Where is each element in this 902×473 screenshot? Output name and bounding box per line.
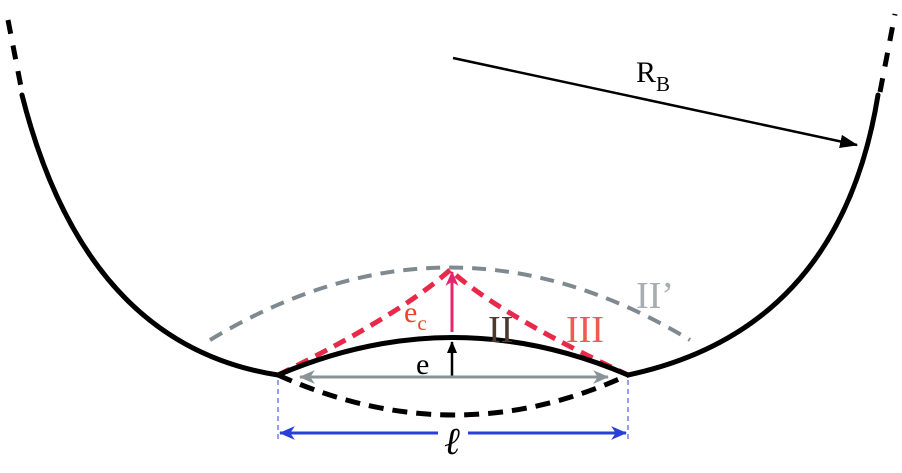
bubble-arc-right: [625, 92, 881, 378]
state-ii-prime-label: II’: [636, 275, 674, 317]
e-c-label-sub: c: [417, 311, 426, 335]
state-ii-label: II: [488, 309, 513, 351]
length-label: ℓ: [444, 421, 460, 463]
radius-label-sub: B: [656, 72, 670, 96]
bubble-dash-left: [5, 19, 25, 93]
e-label: e: [416, 348, 429, 381]
bubble-dash-right: [877, 13, 898, 93]
state-iii-label: III: [566, 309, 604, 351]
radius-label: RB: [636, 56, 670, 96]
bubble-segment-dashed: [276, 372, 630, 418]
bubble-arc-left: [19, 92, 281, 378]
radius-arrow: [452, 56, 859, 149]
ii-prime-arc: [208, 265, 692, 342]
e-c-label: ec: [404, 296, 427, 335]
ii-film-arc: [277, 335, 629, 378]
